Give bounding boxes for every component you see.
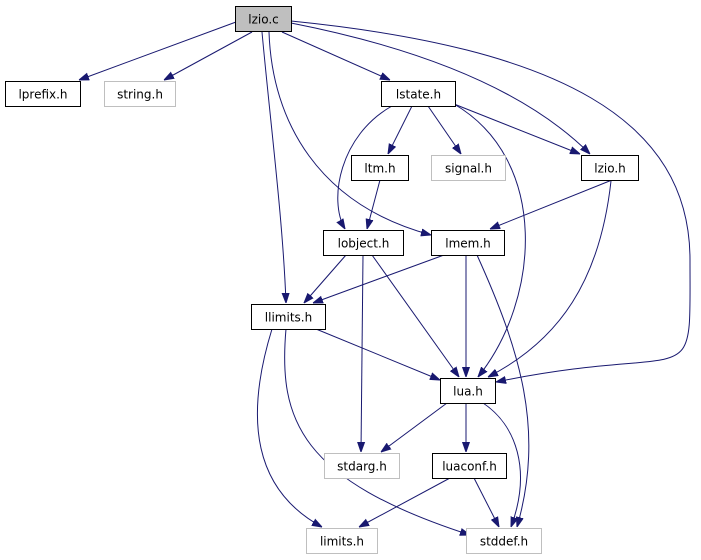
node-stdarg-h: stdarg.h — [324, 453, 400, 479]
node-label: limits.h — [320, 535, 364, 549]
node-box — [323, 230, 404, 256]
node-label: lzio.h — [594, 162, 626, 176]
node-label: ltm.h — [364, 162, 395, 176]
node-label: luaconf.h — [442, 460, 497, 474]
node-luaconf-h[interactable]: luaconf.h — [432, 453, 507, 479]
node-label: stddef.h — [480, 535, 528, 549]
edge-lobject-h-to-llimits-h — [304, 254, 347, 303]
edge-luaconf-h-to-stddef-h — [473, 477, 499, 527]
edge-lzio-c-to-lzio-h — [290, 22, 590, 154]
edge-lobject-h-to-lua-h — [371, 254, 459, 377]
node-limits-h: limits.h — [306, 528, 378, 554]
edge-lzio-c-to-lmem-h — [268, 31, 431, 235]
node-signal-h: signal.h — [431, 155, 506, 181]
node-ltm-h[interactable]: ltm.h — [351, 155, 409, 181]
node-lstate-h[interactable]: lstate.h — [381, 81, 456, 107]
edge-lua-h-to-stddef-h — [482, 402, 521, 527]
node-lzio-c[interactable]: lzio.c — [235, 6, 292, 32]
node-lzio-h[interactable]: lzio.h — [581, 155, 639, 181]
edge-llimits-h-to-stddef-h — [284, 328, 470, 535]
nodes: lzio.c lprefix.h string.h lstate.h ltm.h sign… — [5, 6, 639, 554]
node-label: lmem.h — [445, 237, 491, 251]
node-label: lprefix.h — [18, 88, 67, 102]
node-label: lzio.c — [248, 13, 279, 27]
edge-lmem-h-to-llimits-h — [313, 254, 445, 303]
edge-lzio-c-to-lprefix-h — [79, 21, 237, 80]
edge-lua-h-to-stdarg-h — [381, 402, 448, 452]
edge-lstate-h-to-lzio-h — [453, 103, 580, 154]
node-box — [466, 528, 542, 554]
node-lobject-h[interactable]: lobject.h — [323, 230, 404, 256]
node-string-h: string.h — [104, 81, 176, 107]
node-box — [381, 81, 456, 107]
edge-lzio-h-to-lmem-h — [490, 179, 613, 229]
edge-luaconf-h-to-limits-h — [359, 477, 451, 527]
node-box — [324, 453, 400, 479]
node-box — [581, 155, 639, 181]
node-box — [440, 378, 496, 404]
edge-llimits-h-to-lua-h — [315, 328, 440, 380]
node-label: lobject.h — [338, 237, 390, 251]
node-box — [306, 528, 378, 554]
node-box — [5, 81, 81, 107]
edge-lzio-h-to-lua-h — [488, 180, 612, 377]
edge-lstate-h-to-signal-h — [427, 105, 461, 154]
node-lprefix-h[interactable]: lprefix.h — [5, 81, 81, 107]
node-lua-h[interactable]: lua.h — [440, 378, 496, 404]
node-label: lua.h — [453, 385, 483, 399]
edge-lzio-c-to-string-h — [164, 31, 253, 80]
edge-ltm-h-to-lobject-h — [367, 179, 381, 229]
node-box — [431, 155, 506, 181]
edges — [79, 20, 691, 535]
edge-lstate-h-to-lua-h — [453, 103, 526, 377]
edge-lstate-h-to-lobject-h — [338, 105, 393, 229]
edge-lzio-c-to-llimits-h — [261, 31, 286, 303]
node-label: llimits.h — [265, 311, 312, 325]
node-box — [351, 155, 409, 181]
node-box — [431, 230, 505, 256]
node-box — [104, 81, 176, 107]
node-box — [432, 453, 507, 479]
node-label: stdarg.h — [337, 460, 387, 474]
edge-lobject-h-to-stdarg-h — [361, 254, 363, 452]
node-box — [235, 6, 292, 32]
node-llimits-h[interactable]: llimits.h — [251, 304, 326, 330]
edge-lzio-c-to-lstate-h — [281, 31, 390, 80]
edge-lstate-h-to-ltm-h — [388, 105, 413, 154]
edge-lzio-c-to-lua-h — [290, 20, 691, 382]
node-label: signal.h — [445, 162, 492, 176]
edge-llimits-h-to-limits-h — [256, 328, 322, 527]
node-stddef-h: stddef.h — [466, 528, 542, 554]
node-label: lstate.h — [396, 88, 441, 102]
node-lmem-h[interactable]: lmem.h — [431, 230, 505, 256]
edge-lmem-h-to-stddef-h — [476, 254, 530, 527]
node-box — [251, 304, 326, 330]
node-label: string.h — [117, 88, 163, 102]
